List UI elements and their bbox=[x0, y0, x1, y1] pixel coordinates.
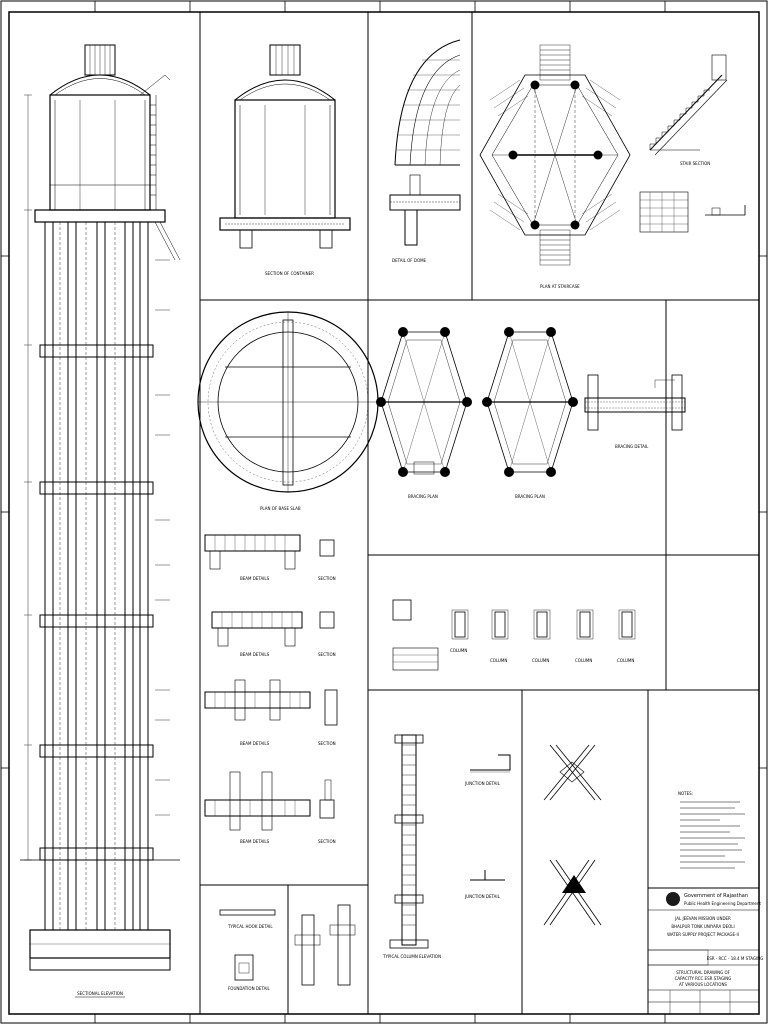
beam-detail-4 bbox=[204, 771, 335, 831]
column-title-1: COLUMN bbox=[450, 648, 467, 653]
hook-detail-title: TYPICAL HOOK DETAIL bbox=[227, 924, 273, 929]
drawing-line-2: CAPACITY RCC ESR STAGING bbox=[675, 976, 732, 981]
dome-detail-view bbox=[389, 39, 461, 246]
notes-block: NOTES: bbox=[678, 791, 745, 869]
bracing-plan-2-columns bbox=[482, 327, 578, 477]
column-title-4: COLUMN bbox=[575, 658, 592, 663]
beam-title-3: BEAM DETAILS bbox=[240, 741, 270, 746]
notes-title: NOTES: bbox=[678, 791, 693, 796]
x-bracing-details bbox=[543, 744, 602, 926]
junction-detail-2-title: JUNCTION DETAIL bbox=[464, 894, 501, 899]
bracing-plan-2-title: BRACING PLAN bbox=[515, 494, 545, 499]
panel-grid bbox=[199, 12, 759, 1014]
stair-section-title: STAIR SECTION bbox=[680, 161, 710, 166]
stair-section-view bbox=[639, 54, 746, 233]
column-title-3: COLUMN bbox=[532, 658, 549, 663]
beam-details-group bbox=[204, 534, 338, 831]
staircase-plan-title: PLAN AT STAIRCASE bbox=[540, 284, 580, 289]
column-title-5: COLUMN bbox=[617, 658, 634, 663]
bracing-plan-1-title: BRACING PLAN bbox=[408, 494, 438, 499]
foundation-detail-view bbox=[219, 904, 356, 986]
foundation-detail-title: FOUNDATION DETAIL bbox=[228, 986, 270, 991]
container-section-title: SECTION OF CONTAINER bbox=[265, 271, 314, 276]
beam-title-4: BEAM DETAILS bbox=[240, 839, 270, 844]
agency-line-2: Public Health Engineering Department bbox=[684, 901, 761, 906]
government-logo bbox=[666, 892, 680, 906]
beam-detail-3 bbox=[204, 679, 338, 726]
junction-detail-1-title: JUNCTION DETAIL bbox=[464, 781, 501, 786]
column-elevation-title: TYPICAL COLUMN ELEVATION bbox=[382, 954, 441, 959]
beam-section-title-4: SECTION bbox=[318, 839, 336, 844]
project-line-3: WATER SUPPLY PROJECT PACKAGE-II bbox=[667, 932, 739, 937]
bracing-beam-detail-view bbox=[584, 374, 686, 431]
base-slab-plan-view bbox=[197, 311, 379, 493]
beam-section-title-3: SECTION bbox=[318, 741, 336, 746]
title-block bbox=[647, 887, 760, 1015]
bracing-plan-1-columns bbox=[376, 327, 472, 477]
column-sections-group bbox=[392, 599, 636, 671]
bracing-detail-title: BRACING DETAIL bbox=[615, 444, 649, 449]
sectional-elevation-view bbox=[20, 44, 181, 971]
container-section-view bbox=[219, 44, 351, 249]
beam-title-2: BEAM DETAILS bbox=[240, 652, 270, 657]
project-line-1: JAL JEEVAN MISSION UNDER bbox=[674, 916, 731, 921]
x-bracing-gusset bbox=[562, 875, 586, 893]
dome-detail-title: DETAIL OF DOME bbox=[392, 258, 427, 263]
beam-detail-1 bbox=[204, 534, 335, 570]
column-title-2: COLUMN bbox=[490, 658, 507, 663]
beam-section-title-1: SECTION bbox=[318, 576, 336, 581]
drawing-line-1: STRUCTURAL DRAWING OF bbox=[676, 970, 731, 975]
project-line-2: BHALPUR TONK UNIYARA DEOLI bbox=[671, 924, 734, 929]
column-elevation-view bbox=[389, 734, 429, 949]
beam-detail-2 bbox=[211, 611, 335, 647]
agency-line-1: Government of Rajasthan bbox=[684, 893, 748, 899]
beam-section-title-2: SECTION bbox=[318, 652, 336, 657]
elevation-title: SECTIONAL ELEVATION bbox=[77, 991, 123, 996]
staircase-plan-columns bbox=[508, 80, 603, 230]
staircase-plan-view bbox=[479, 44, 631, 266]
tank-label: ESR - RCC - 18.4 M STAGING bbox=[707, 956, 764, 961]
inner-border bbox=[8, 11, 760, 1015]
base-slab-plan-title: PLAN OF BASE SLAB bbox=[260, 506, 301, 511]
bracing-plan-1-view bbox=[380, 331, 468, 475]
hook-details-view bbox=[470, 754, 511, 881]
beam-title-1: BEAM DETAILS bbox=[240, 576, 270, 581]
bracing-plan-2-view bbox=[486, 331, 574, 473]
drawing-line-3: AT VARIOUS LOCATIONS bbox=[679, 982, 727, 987]
